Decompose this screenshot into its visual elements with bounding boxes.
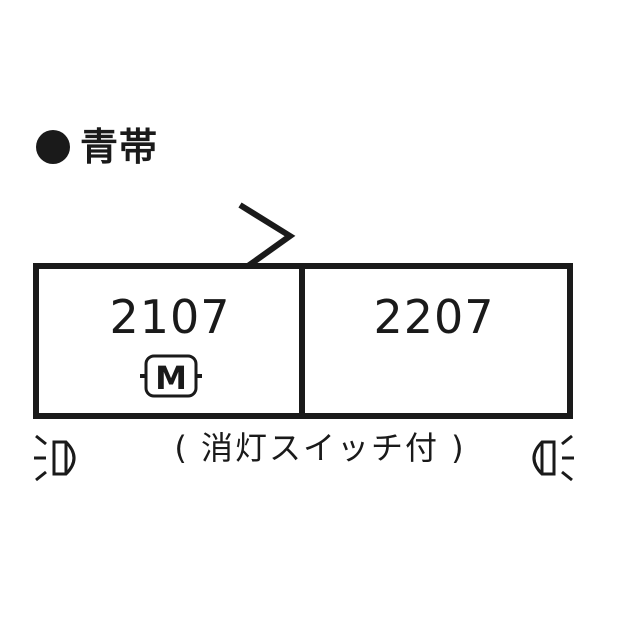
right-headlight-icon [532,434,574,482]
section-title: 青帯 [36,128,158,166]
pantograph-icon [238,202,296,269]
car-body-2207 [299,263,573,419]
left-headlight-icon [34,434,76,482]
car-number-2107: 2107 [109,290,231,344]
title-text: 青帯 [80,125,159,169]
motor-badge: M [140,354,202,398]
motor-badge-label: M [155,359,187,397]
bullet-icon [36,130,70,164]
light-switch-note: ( 消灯スイッチ付 ) [174,429,466,467]
car-number-2207: 2207 [373,290,495,344]
